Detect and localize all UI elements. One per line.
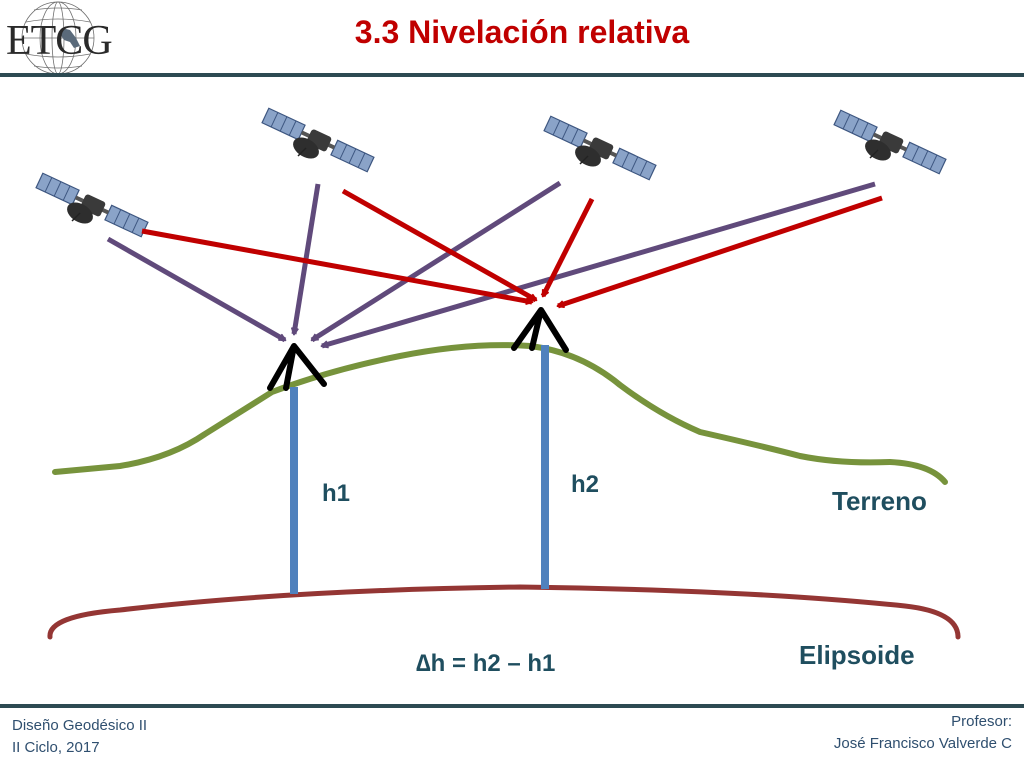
satellite-1-icon: [35, 172, 149, 238]
satellite-4-icon: [833, 109, 947, 175]
signal-arrow-sat4-rx1: [322, 181, 876, 349]
signal-arrow-sat1-rx2: [141, 228, 532, 302]
map-shape-icon: [60, 28, 80, 48]
logo-text: ETCG: [6, 18, 112, 64]
receiver-2-icon: [511, 307, 569, 353]
h1-label: h1: [322, 480, 350, 507]
signal-arrow-sat4-rx2: [558, 195, 883, 309]
ellipsoid-label: Elipsoide: [799, 640, 915, 670]
course-term: II Ciclo, 2017: [12, 739, 100, 756]
receiver-1-icon: [267, 343, 327, 391]
footer-professor-info: Profesor: José Francisco Valverde C: [834, 711, 1012, 755]
professor-name: José Francisco Valverde C: [833, 735, 1012, 752]
terrain-curve: [52, 342, 948, 485]
bottom-divider: [0, 704, 1024, 708]
top-divider: [0, 73, 1024, 77]
signal-arrow-sat3-rx2: [540, 197, 595, 296]
terrain-label: Terreno: [832, 486, 927, 516]
slide-title: 3.3 Nivelación relativa: [354, 14, 690, 50]
ellipsoid-curve: [47, 584, 961, 640]
h2-label: h2: [571, 471, 599, 498]
signal-arrow-sat3-rx1: [312, 180, 562, 343]
professor-title: Profesor:: [951, 713, 1012, 730]
satellite-2-icon: [261, 107, 375, 173]
formula-label: ∆h = h2 – h1: [416, 650, 555, 677]
signal-arrow-sat2-rx2: [341, 188, 536, 303]
course-name: Diseño Geodésico II: [12, 717, 148, 734]
signal-arrow-sat1-rx1: [106, 236, 285, 343]
satellite-3-icon: [543, 115, 657, 181]
footer-course-info: Diseño Geodésico II II Ciclo, 2017: [12, 715, 147, 759]
etcg-logo: ETCG: [6, 1, 113, 75]
